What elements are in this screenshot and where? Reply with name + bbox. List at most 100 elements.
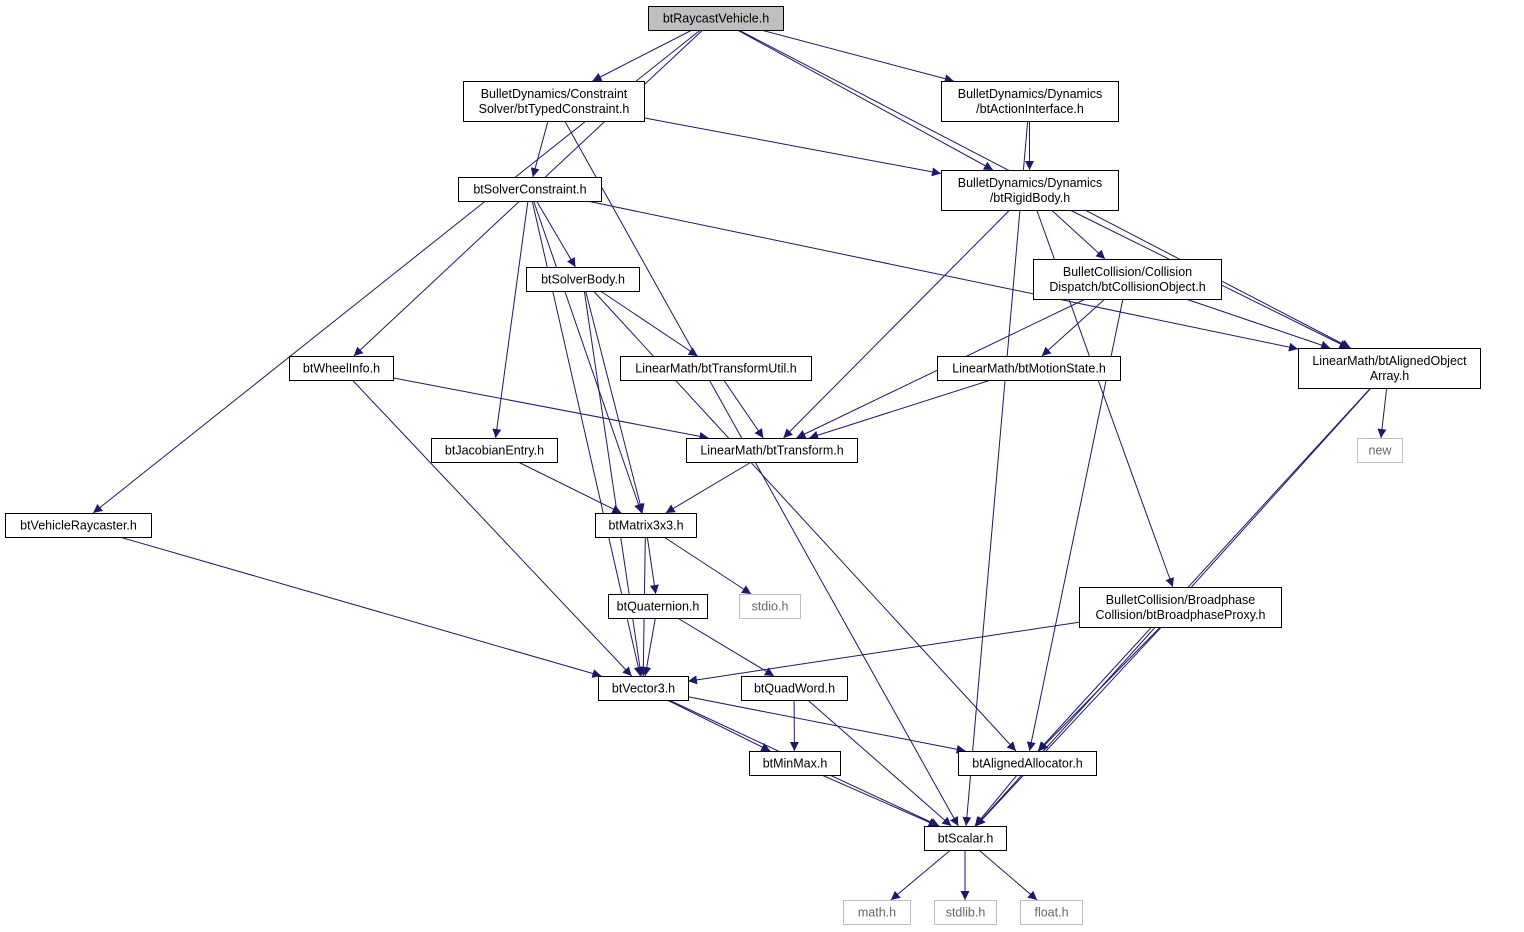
node-box [958, 751, 1097, 776]
node-quad-word[interactable]: btQuadWord.h [741, 676, 848, 701]
edge-raycast-vehicle-to-action-interface [760, 29, 954, 84]
node-label: BulletDynamics/Dynamics [958, 176, 1102, 190]
node-label: btRaycastVehicle.h [663, 12, 769, 26]
node-solver-constraint[interactable]: btSolverConstraint.h [458, 177, 602, 202]
edge-action-interface-to-scalar [962, 120, 1029, 827]
node-transform-util[interactable]: LinearMath/btTransformUtil.h [620, 356, 812, 381]
edge-solver-body-to-matrix3x3 [585, 290, 645, 514]
edge-typed-constraint-to-rigid-body [643, 117, 942, 177]
node-label: /btRigidBody.h [990, 191, 1070, 205]
node-box [941, 81, 1119, 122]
edge-aligned-allocator-to-scalar [974, 774, 1018, 827]
node-label: BulletDynamics/Constraint [481, 87, 628, 101]
node-box [598, 676, 689, 701]
node-box [739, 594, 801, 619]
edge-aligned-object-array-to-new [1377, 387, 1388, 439]
node-box [749, 751, 841, 776]
node-scalar[interactable]: btScalar.h [924, 826, 1007, 851]
edge-scalar-to-float [978, 849, 1038, 901]
node-collision-object[interactable]: BulletCollision/CollisionDispatch/btColl… [1033, 259, 1222, 300]
node-min-max[interactable]: btMinMax.h [749, 751, 841, 776]
node-transform[interactable]: LinearMath/btTransform.h [686, 438, 858, 463]
node-label: btVector3.h [612, 682, 675, 696]
node-box [686, 438, 858, 463]
node-box [843, 900, 911, 925]
node-box [463, 81, 645, 122]
node-label: btVehicleRaycaster.h [20, 519, 137, 533]
edge-scalar-to-math [890, 849, 951, 901]
node-label: BulletCollision/Collision [1063, 265, 1192, 279]
node-box [941, 170, 1119, 211]
node-vector3[interactable]: btVector3.h [598, 676, 689, 701]
node-typed-constraint[interactable]: BulletDynamics/ConstraintSolver/btTypedC… [463, 81, 645, 122]
node-label: LinearMath/btMotionState.h [952, 362, 1106, 376]
node-box [1033, 259, 1222, 300]
edge-collision-object-to-motion-state [1041, 298, 1106, 357]
edge-vector3-to-min-max [666, 699, 771, 752]
node-box [595, 513, 697, 538]
node-box [620, 356, 812, 381]
node-box [431, 438, 558, 463]
node-box [648, 6, 784, 31]
edge-broadphase-proxy-to-scalar [975, 626, 1162, 827]
node-box [924, 826, 1007, 851]
node-label: btScalar.h [938, 832, 994, 846]
node-action-interface[interactable]: BulletDynamics/Dynamics/btActionInterfac… [941, 81, 1119, 122]
node-new[interactable]: new [1357, 438, 1403, 463]
node-vehicle-raycaster[interactable]: btVehicleRaycaster.h [5, 513, 152, 538]
node-label: new [1369, 444, 1393, 458]
node-jacobian-entry[interactable]: btJacobianEntry.h [431, 438, 558, 463]
node-broadphase-proxy[interactable]: BulletCollision/BroadphaseCollision/btBr… [1079, 587, 1282, 628]
node-label: BulletCollision/Broadphase [1106, 593, 1255, 607]
node-label: stdlib.h [946, 906, 986, 920]
edge-min-max-to-scalar [821, 774, 938, 827]
node-label: Collision/btBroadphaseProxy.h [1095, 608, 1265, 622]
node-matrix3x3[interactable]: btMatrix3x3.h [595, 513, 697, 538]
edge-vehicle-raycaster-to-vector3 [119, 536, 602, 678]
edge-solver-body-to-transform-util [600, 290, 698, 357]
node-box [526, 267, 640, 292]
node-label: LinearMath/btTransformUtil.h [635, 362, 796, 376]
node-stdio[interactable]: stdio.h [739, 594, 801, 619]
node-box [741, 676, 848, 701]
node-math[interactable]: math.h [843, 900, 911, 925]
edge-quaternion-to-vector3 [642, 617, 656, 677]
node-float[interactable]: float.h [1020, 900, 1083, 925]
node-box [458, 177, 602, 202]
node-label: btSolverBody.h [541, 273, 625, 287]
node-label: btMatrix3x3.h [608, 519, 683, 533]
node-solver-body[interactable]: btSolverBody.h [526, 267, 640, 292]
node-box [289, 356, 394, 381]
node-motion-state[interactable]: LinearMath/btMotionState.h [937, 356, 1121, 381]
node-box [1020, 900, 1083, 925]
node-label: btMinMax.h [763, 757, 828, 771]
node-box [1079, 587, 1282, 628]
edge-motion-state-to-transform [808, 379, 992, 440]
node-raycast-vehicle[interactable]: btRaycastVehicle.h [648, 6, 784, 31]
node-label: btWheelInfo.h [303, 362, 380, 376]
edge-rigid-body-to-collision-object [1051, 209, 1106, 260]
edge-quad-word-to-scalar [807, 699, 952, 827]
node-aligned-allocator[interactable]: btAlignedAllocator.h [958, 751, 1097, 776]
node-box [1357, 438, 1403, 463]
edge-rigid-body-to-transform [783, 209, 1011, 439]
edge-wheel-info-to-transform [392, 377, 709, 441]
edge-solver-constraint-to-matrix3x3 [533, 200, 643, 514]
node-label: stdio.h [752, 600, 789, 614]
node-quaternion[interactable]: btQuaternion.h [608, 594, 708, 619]
nodes-layer: btRaycastVehicle.hBulletDynamics/Constra… [5, 6, 1481, 925]
node-box [937, 356, 1121, 381]
node-label: btAlignedAllocator.h [972, 757, 1083, 771]
node-wheel-info[interactable]: btWheelInfo.h [289, 356, 394, 381]
node-rigid-body[interactable]: BulletDynamics/Dynamics/btRigidBody.h [941, 170, 1119, 211]
node-label: btSolverConstraint.h [473, 183, 586, 197]
node-label: math.h [858, 906, 896, 920]
edge-aligned-object-array-to-aligned-allocator [1037, 387, 1372, 752]
edge-matrix3x3-to-quaternion [646, 536, 659, 595]
edge-transform-to-matrix3x3 [665, 461, 752, 514]
node-box [5, 513, 152, 538]
node-label: btQuaternion.h [617, 600, 700, 614]
node-stdlib[interactable]: stdlib.h [934, 900, 997, 925]
